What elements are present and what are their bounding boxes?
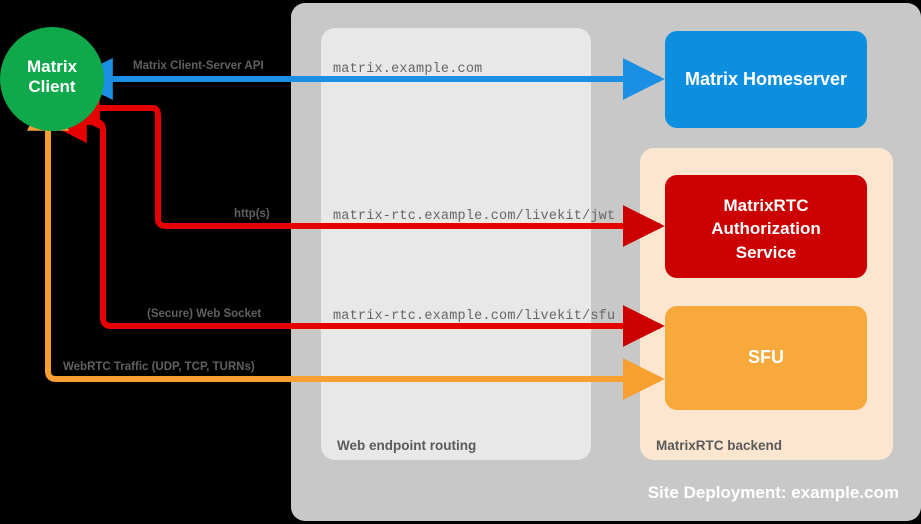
endpoint-label-matrix-example-com: matrix.example.com [333,62,483,77]
matrixrtc-backend-label: MatrixRTC backend [656,438,783,453]
node-auth-label-line1: MatrixRTC [723,196,809,215]
node-matrixrtc-authorization-service-label: MatrixRTC Authorization Service [665,194,867,264]
connection-label-matrix-client-server-api: Matrix Client-Server API [133,60,264,72]
site-deployment-label: Site Deployment: example.com [647,483,899,502]
node-sfu[interactable] [665,306,867,410]
node-matrixrtc-authorization-service[interactable] [665,175,867,278]
connection-webrtc-traffic [27,88,665,400]
node-matrix-client[interactable] [0,27,104,131]
node-auth-label-line3: Service [735,242,797,262]
endpoint-label-livekit-sfu: matrix-rtc.example.com/livekit/sfu [333,309,616,324]
node-matrix-client-label: Matrix Client [2,57,102,96]
connection-label-sfu-websocket: (Secure) Web Socket [147,308,262,320]
web-endpoint-routing-label: Web endpoint routing [337,438,477,453]
connection-label-webrtc-traffic: WebRTC Traffic (UDP, TCP, TURNs) [63,361,255,373]
node-sfu-label: SFU [748,347,784,367]
node-matrix-client-label-line1: Matrix [26,57,78,76]
node-auth-label-line2: Authorization [711,219,821,239]
web-endpoint-routing-panel [321,28,591,460]
endpoint-label-livekit-jwt: matrix-rtc.example.com/livekit/jwt [333,209,616,224]
connection-label-jwt-service: http(s) [234,208,270,220]
node-matrix-homeserver-label: Matrix Homeserver [684,69,848,89]
node-matrix-client-label-line2: Client [28,76,76,96]
node-matrix-homeserver[interactable] [665,31,867,128]
